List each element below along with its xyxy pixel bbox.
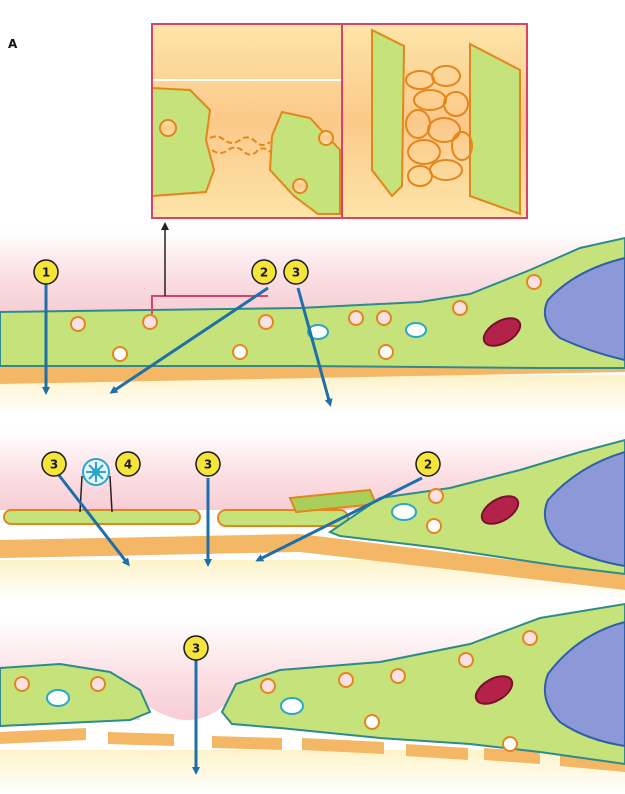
marker-c-3: 3 — [183, 635, 209, 661]
caveolae-c — [14, 630, 538, 752]
arrow-a-transcellular — [296, 287, 333, 407]
caveolae-b — [426, 488, 444, 534]
marker-a-2-label: 2 — [260, 266, 268, 280]
marker-c-3-label: 3 — [192, 642, 200, 656]
endothelial-cell-c-left — [0, 662, 152, 728]
marker-b-2: 2 — [415, 451, 441, 477]
thin-cell-segment-1 — [3, 509, 201, 525]
marker-b-4: 4 — [115, 451, 141, 477]
inset-tight-junction-loose — [209, 135, 271, 156]
panel-b: B — [0, 430, 625, 600]
marker-a-3: 3 — [283, 259, 309, 285]
marker-b-3-center-label: 3 — [204, 458, 212, 472]
vesicle-4-bracket — [79, 475, 113, 513]
inset-right-cell-a — [371, 28, 406, 198]
junction-bracket — [151, 295, 268, 314]
endothelial-cell-c-right — [220, 602, 625, 766]
inset-right-cell-b — [469, 42, 521, 216]
marker-b-4-label: 4 — [124, 458, 132, 472]
arrow-b-transcellular-1 — [56, 473, 130, 567]
inset-caveola-3 — [292, 178, 308, 194]
marker-b-3-center: 3 — [195, 451, 221, 477]
thin-cell-segment-2 — [217, 509, 349, 527]
basement-membrane-b — [0, 534, 625, 590]
endothelial-cell-a — [0, 236, 625, 369]
junction-inset — [151, 23, 528, 219]
endothelial-cell-b — [327, 438, 625, 576]
endothelial-gap-c — [140, 700, 230, 740]
panel-a: A — [0, 23, 625, 415]
arrow-b-junctional — [255, 476, 423, 562]
panel-label-a: A — [8, 37, 18, 51]
marker-a-2: 2 — [251, 259, 277, 285]
nucleus-a — [544, 256, 625, 362]
inset-tight-junction-dense — [405, 65, 473, 187]
inset-caveola-1 — [159, 119, 177, 137]
inset-caveola-2 — [318, 130, 334, 146]
marker-b-3-left: 3 — [41, 451, 67, 477]
mitochondrion-b — [480, 495, 520, 525]
vesicles-c — [46, 689, 304, 715]
inset-frame — [151, 23, 528, 219]
marker-a-3-label: 3 — [292, 266, 300, 280]
panel-c: C — [0, 602, 625, 794]
marker-b-2-label: 2 — [424, 458, 432, 472]
mitochondrion-a — [482, 317, 522, 347]
marker-b-3-left-label: 3 — [50, 458, 58, 472]
marker-a-1: 1 — [33, 259, 59, 285]
vesicle-b — [391, 503, 417, 521]
arrow-a-junctional — [109, 286, 269, 394]
caveolae-a — [70, 274, 542, 362]
mitochondrion-c — [474, 675, 514, 705]
vesicles-a — [307, 322, 427, 340]
inset-left-cell-a — [151, 86, 216, 198]
nucleus-c — [544, 620, 625, 748]
nucleus-b — [544, 450, 625, 568]
marker-a-1-label: 1 — [42, 266, 50, 280]
caveolar-vesicle-4 — [82, 458, 110, 486]
